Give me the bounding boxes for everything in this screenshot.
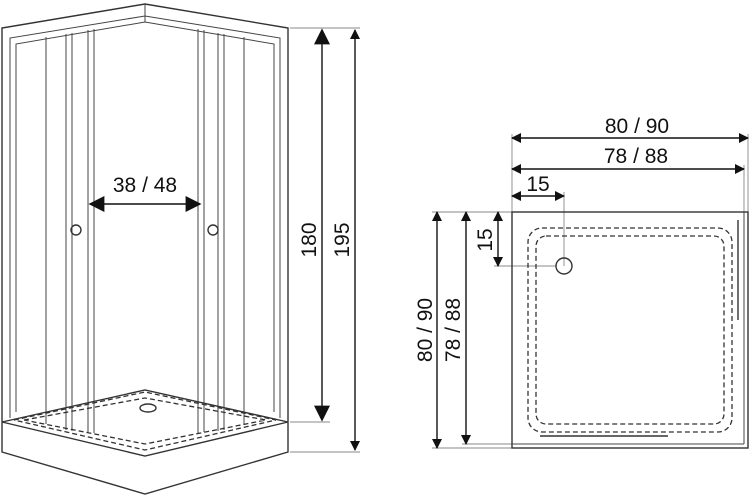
outer-width-label: 80 / 90 (605, 115, 669, 138)
shower-tray (1, 389, 289, 495)
tray-plan (511, 211, 749, 449)
door-handle-right (207, 224, 219, 236)
drain-icon (555, 257, 573, 275)
cabin-frame (1, 3, 289, 422)
door-opening-label: 38 / 48 (113, 174, 177, 197)
inner-depth-label: 78 / 88 (442, 298, 465, 362)
front-view: 38 / 48 180 195 (1, 3, 360, 495)
door-height-label: 180 (298, 222, 321, 257)
drain-offset-x-label: 15 (526, 173, 549, 196)
inner-width-label: 78 / 88 (604, 145, 668, 168)
door-handle-left (70, 224, 82, 236)
top-view: 80 / 90 78 / 88 15 80 / 90 78 / 88 15 (414, 115, 749, 449)
total-height-label: 195 (331, 222, 354, 257)
outer-depth-label: 80 / 90 (414, 298, 437, 362)
drain-offset-y-label: 15 (474, 228, 497, 251)
drain-icon (139, 403, 157, 413)
door-panels (45, 29, 245, 433)
